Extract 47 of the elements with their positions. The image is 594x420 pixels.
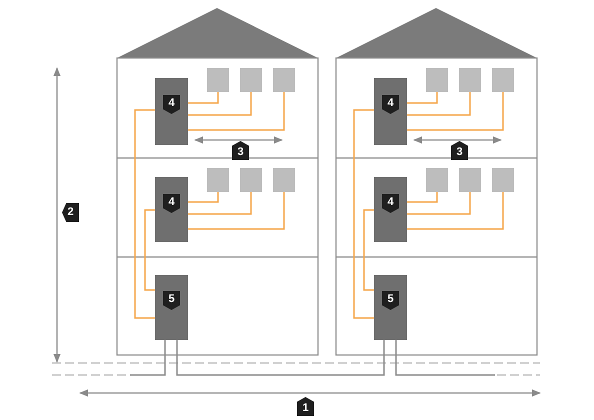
device-box — [426, 68, 448, 92]
callout-number: 1 — [297, 397, 314, 416]
wiring-line — [363, 209, 374, 291]
device-box — [426, 168, 448, 192]
device-box — [492, 68, 514, 92]
device-box — [459, 168, 481, 192]
distribution-cabinet — [374, 177, 407, 242]
cable-line — [395, 340, 495, 376]
device-box — [240, 168, 262, 192]
distribution-cabinet — [374, 275, 407, 340]
wiring-line — [407, 92, 471, 116]
device-box — [273, 168, 295, 192]
wiring-line — [407, 92, 504, 131]
cable-line — [130, 340, 166, 376]
distribution-cabinet — [374, 78, 407, 145]
wiring-line — [407, 192, 471, 215]
wiring-line — [353, 109, 374, 319]
wiring-line — [144, 209, 155, 291]
callout-number: 4 — [163, 194, 180, 213]
callout-number: 3 — [232, 141, 249, 160]
distribution-cabinet — [155, 177, 188, 242]
distribution-cabinet — [155, 275, 188, 340]
wiring-line — [188, 192, 219, 203]
wiring-line — [407, 192, 504, 230]
callout-number: 4 — [163, 95, 180, 114]
wiring-line — [188, 192, 252, 215]
device-box — [492, 168, 514, 192]
callout-number: 5 — [382, 291, 399, 310]
distribution-cabinet — [155, 78, 188, 145]
callout-number: 2 — [62, 203, 79, 222]
device-box — [207, 168, 229, 192]
callout-number: 3 — [451, 141, 468, 160]
callout-number: 5 — [163, 291, 180, 310]
wiring-line — [188, 192, 285, 230]
callout-number: 4 — [382, 194, 399, 213]
wiring-line — [134, 109, 155, 319]
cable-line — [176, 340, 385, 376]
callout-number: 4 — [382, 95, 399, 114]
device-box — [240, 68, 262, 92]
device-box — [459, 68, 481, 92]
wiring-line — [407, 92, 438, 104]
device-box — [273, 68, 295, 92]
wiring-line — [188, 92, 252, 116]
device-box — [207, 68, 229, 92]
wiring-line — [188, 92, 219, 104]
wiring-line — [188, 92, 285, 131]
wiring-line — [407, 192, 438, 203]
